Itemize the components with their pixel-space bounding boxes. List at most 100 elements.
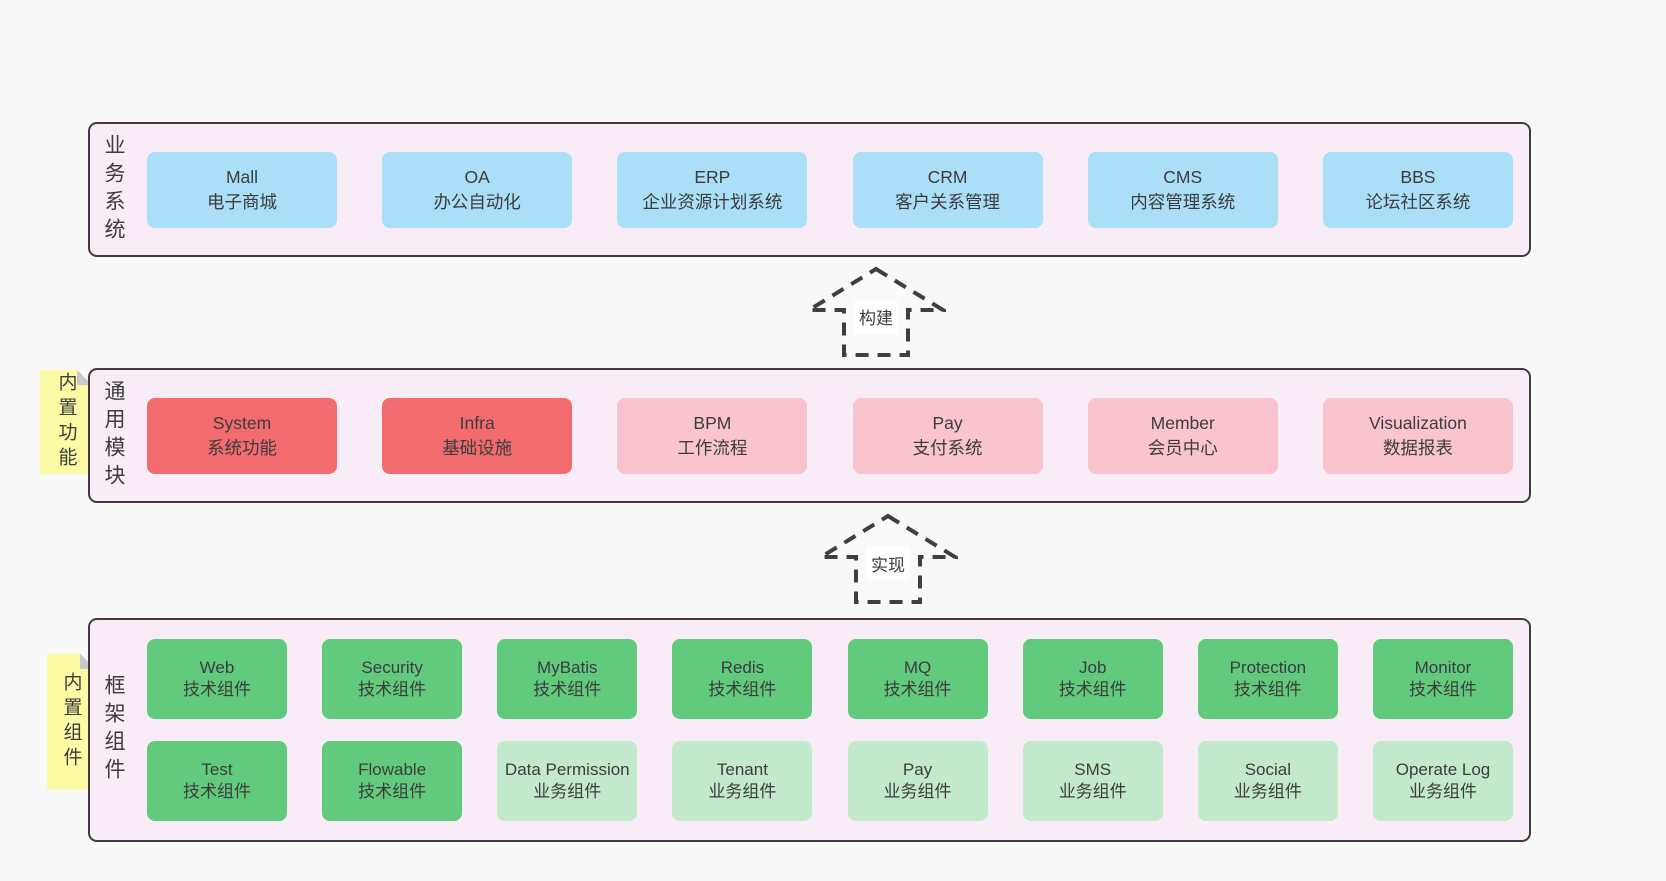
box-title: Web <box>199 657 235 677</box>
box-mq: MQ 技术组件 <box>847 639 988 719</box>
box-pay: Pay 支付系统 <box>852 397 1043 474</box>
builtin-features-note: 内置功能 <box>40 370 92 474</box>
box-title: Social <box>1244 759 1291 779</box>
box-subtitle: 业务组件 <box>883 782 952 801</box>
box-tenant: Tenant 业务组件 <box>672 741 813 821</box>
box-job: Job 技术组件 <box>1022 639 1163 719</box>
box-subtitle: 电子商城 <box>207 191 277 212</box>
box-title: Operate Log <box>1395 759 1491 779</box>
box-subtitle: 业务组件 <box>1408 782 1477 801</box>
box-subtitle: 技术组件 <box>183 680 251 699</box>
box-title: BPM <box>693 413 732 434</box>
implement-arrow: 实现 <box>818 513 958 605</box>
box-test: Test 技术组件 <box>147 741 287 821</box>
box-subtitle: 技术组件 <box>1408 680 1477 699</box>
box-title: BBS <box>1400 167 1436 188</box>
box-title: Pay <box>902 759 933 779</box>
box-subtitle: 客户关系管理 <box>895 191 1001 212</box>
box-subtitle: 数据报表 <box>1382 437 1453 458</box>
components-boxes-grid: Web 技术组件 Security 技术组件 MyBatis 技术组件 Redi… <box>147 639 1513 821</box>
box-mybatis: MyBatis 技术组件 <box>497 639 638 719</box>
box-title: Job <box>1078 657 1107 677</box>
box-title: MyBatis <box>537 657 598 677</box>
box-title: Member <box>1150 413 1215 434</box>
box-subtitle: 技术组件 <box>183 782 251 801</box>
arrow-label: 构建 <box>854 300 898 333</box>
components-row-1: Web 技术组件 Security 技术组件 MyBatis 技术组件 Redi… <box>147 639 1513 719</box>
box-mall: Mall 电子商城 <box>147 151 337 228</box>
box-member: Member 会员中心 <box>1087 397 1278 474</box>
box-sms: SMS 业务组件 <box>1022 741 1163 821</box>
box-subtitle: 技术组件 <box>1058 680 1127 699</box>
panel-label: 框架组件 <box>102 620 125 840</box>
box-oa: OA 办公自动化 <box>382 151 573 228</box>
panel-label: 通用模块 <box>102 370 125 501</box>
box-title: Mall <box>225 167 259 188</box>
box-erp: ERP 企业资源计划系统 <box>617 151 808 228</box>
common-modules-panel: 通用模块 System 系统功能 Infra 基础设施 BPM 工作流程 Pay… <box>88 368 1531 503</box>
box-subtitle: 技术组件 <box>358 782 427 801</box>
box-subtitle: 支付系统 <box>912 437 983 458</box>
panel-label-text: 通用模块 <box>102 379 125 492</box>
box-subtitle: 技术组件 <box>1233 680 1302 699</box>
box-title: System <box>212 413 272 434</box>
box-subtitle: 系统功能 <box>207 437 277 458</box>
box-operate-log: Operate Log 业务组件 <box>1372 741 1513 821</box>
box-monitor: Monitor 技术组件 <box>1372 639 1513 719</box>
box-subtitle: 技术组件 <box>883 680 952 699</box>
panel-label: 业务系统 <box>102 124 125 255</box>
note-text: 内置功能 <box>55 372 77 472</box>
box-flowable: Flowable 技术组件 <box>322 741 463 821</box>
box-protection: Protection 技术组件 <box>1197 639 1338 719</box>
box-redis: Redis 技术组件 <box>672 639 813 719</box>
box-visualization: Visualization 数据报表 <box>1322 397 1513 474</box>
box-web: Web 技术组件 <box>147 639 287 719</box>
box-title: Monitor <box>1414 657 1472 677</box>
arrow-label: 实现 <box>866 547 910 580</box>
framework-components-panel: 框架组件 Web 技术组件 Security 技术组件 MyBatis 技术组件… <box>88 618 1531 842</box>
box-subtitle: 内容管理系统 <box>1130 191 1236 212</box>
box-title: Flowable <box>358 759 427 779</box>
box-title: Infra <box>459 413 495 434</box>
box-security: Security 技术组件 <box>322 639 463 719</box>
box-crm: CRM 客户关系管理 <box>852 151 1043 228</box>
business-systems-panel: 业务系统 Mall 电子商城 OA 办公自动化 ERP 企业资源计划系统 CRM… <box>88 122 1531 257</box>
box-title: Pay <box>932 413 963 434</box>
box-subtitle: 工作流程 <box>677 437 748 458</box>
box-pay-component: Pay 业务组件 <box>847 741 988 821</box>
box-infra: Infra 基础设施 <box>382 397 573 474</box>
components-row-2: Test 技术组件 Flowable 技术组件 Data Permission … <box>147 741 1513 821</box>
box-title: Redis <box>720 657 765 677</box>
box-system: System 系统功能 <box>147 397 337 474</box>
box-social: Social 业务组件 <box>1197 741 1338 821</box>
box-title: Security <box>361 657 423 677</box>
box-title: CMS <box>1163 167 1203 188</box>
box-subtitle: 业务组件 <box>1058 782 1127 801</box>
box-subtitle: 会员中心 <box>1147 437 1218 458</box>
panel-label-text: 业务系统 <box>102 133 125 246</box>
box-title: Data Permission <box>504 759 630 779</box>
box-bpm: BPM 工作流程 <box>617 397 808 474</box>
box-title: CRM <box>927 167 968 188</box>
box-title: Visualization <box>1368 413 1467 434</box>
box-title: SMS <box>1074 759 1112 779</box>
box-subtitle: 技术组件 <box>358 680 427 699</box>
box-subtitle: 论坛社区系统 <box>1365 191 1471 212</box>
business-boxes-row: Mall 电子商城 OA 办公自动化 ERP 企业资源计划系统 CRM 客户关系… <box>147 124 1513 255</box>
build-arrow: 构建 <box>806 266 946 358</box>
box-subtitle: 技术组件 <box>533 680 602 699</box>
box-bbs: BBS 论坛社区系统 <box>1322 151 1513 228</box>
box-title: MQ <box>903 657 932 677</box>
box-cms: CMS 内容管理系统 <box>1087 151 1278 228</box>
modules-boxes-row: System 系统功能 Infra 基础设施 BPM 工作流程 Pay 支付系统… <box>147 370 1513 501</box>
box-subtitle: 业务组件 <box>533 782 602 801</box>
box-title: ERP <box>694 167 731 188</box>
box-subtitle: 办公自动化 <box>433 191 521 212</box>
box-data-permission: Data Permission 业务组件 <box>497 741 638 821</box>
box-title: Tenant <box>716 759 768 779</box>
box-title: Test <box>201 759 233 779</box>
box-subtitle: 业务组件 <box>708 782 777 801</box>
box-title: Protection <box>1229 657 1307 677</box>
box-subtitle: 业务组件 <box>1233 782 1302 801</box>
